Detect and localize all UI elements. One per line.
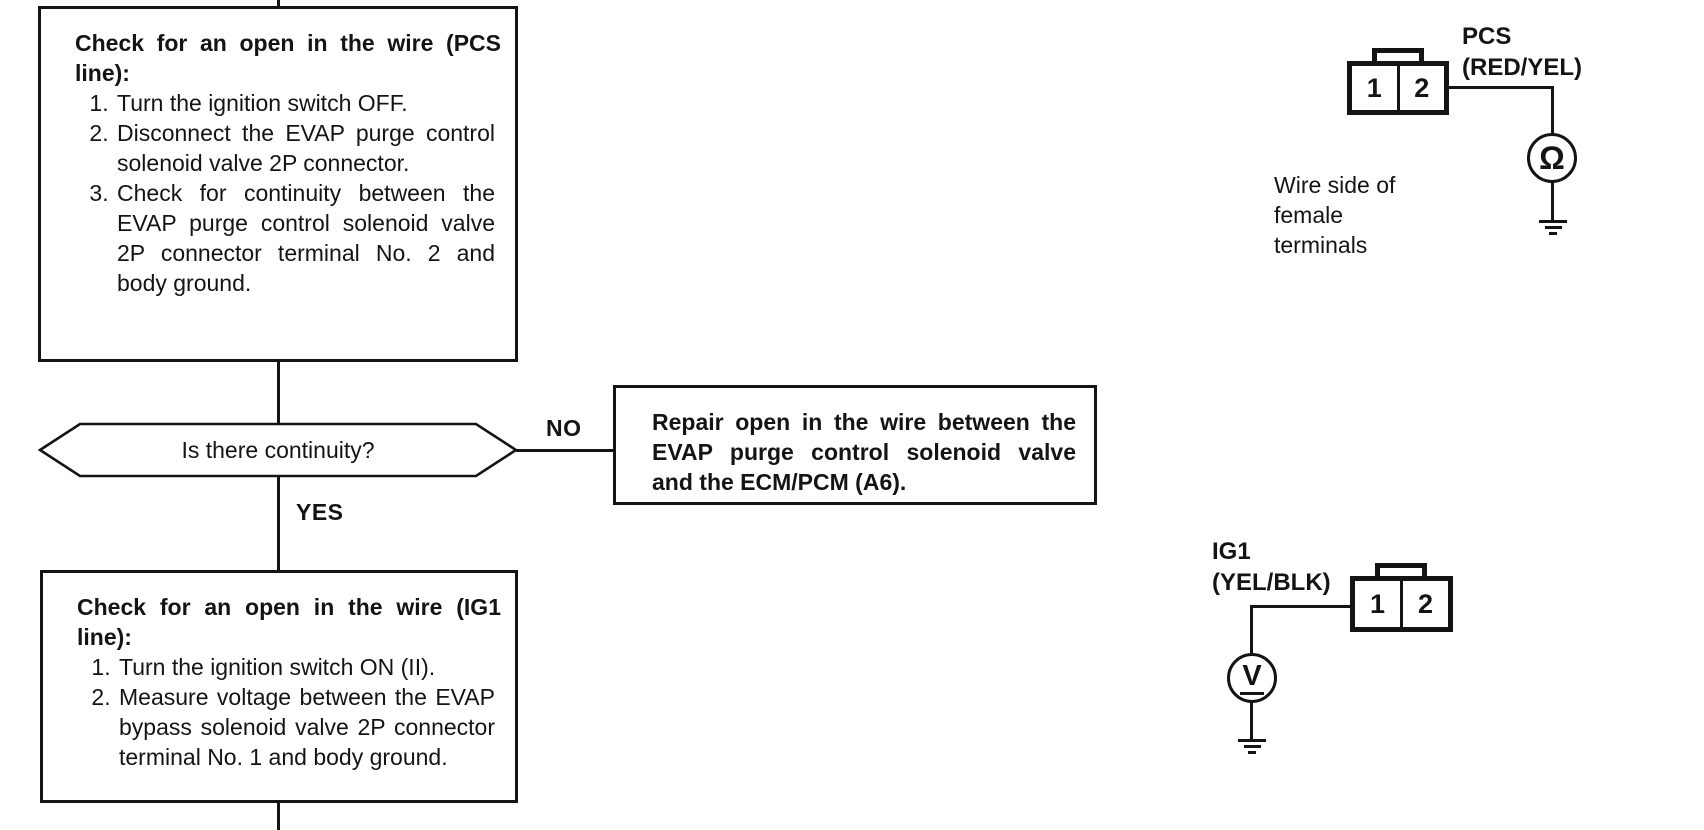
ig1-wire-label: IG1 (YEL/BLK): [1212, 536, 1331, 598]
step-item: Turn the ignition switch ON (II).: [117, 652, 495, 682]
step-item: Disconnect the EVAP purge control soleno…: [115, 118, 495, 178]
flow-line-no-branch: [516, 449, 615, 452]
flow-line-bottom: [277, 801, 280, 830]
pcs-terminal-2: 2: [1414, 72, 1430, 103]
decision-question: Is there continuity?: [181, 436, 375, 463]
decision-hexagon: [38, 422, 518, 478]
step-item: Check for continuity between the EVAP pu…: [115, 178, 495, 298]
step-box-pcs-check: Check for an open in the wire (PCS line)…: [38, 6, 518, 362]
ig1-connector-icon: 1 2: [1350, 576, 1453, 632]
caption-line: terminals: [1274, 232, 1368, 258]
ohmmeter-icon: Ω: [1527, 133, 1577, 183]
ig1-wire-horizontal: [1250, 605, 1350, 608]
wire-side-caption: Wire side of female terminals: [1274, 170, 1395, 260]
box-title-ig1: Check for an open in the wire (IG1 line)…: [77, 594, 501, 650]
flow-line-decision-to-box2: [277, 476, 280, 572]
step-item: Measure voltage between the EVAP bypass …: [117, 682, 495, 772]
pcs-label-color: (RED/YEL): [1462, 54, 1582, 81]
branch-label-yes: YES: [296, 499, 344, 525]
flow-line-box1-to-decision: [277, 360, 280, 424]
step-item: Turn the ignition switch OFF.: [115, 88, 495, 118]
pcs-wire-label: PCS (RED/YEL): [1462, 21, 1582, 83]
pcs-wire-vertical: [1551, 86, 1554, 135]
pcs-terminal-1: 1: [1352, 66, 1400, 110]
pcs-wire-horizontal: [1447, 86, 1554, 89]
ig1-terminal-2: 2: [1417, 588, 1434, 619]
branch-label-no: NO: [546, 415, 582, 441]
step-box-ig1-check: Check for an open in the wire (IG1 line)…: [40, 570, 518, 803]
ig1-ground-lead: [1250, 701, 1253, 739]
ig1-terminal-1: 1: [1355, 581, 1403, 627]
caption-line: Wire side of: [1274, 172, 1396, 198]
ohm-symbol: Ω: [1539, 139, 1565, 176]
ig1-label-name: IG1: [1212, 538, 1251, 565]
flow-line-top: [277, 0, 280, 9]
ig1-wire-vertical: [1250, 605, 1253, 655]
box-title-pcs: Check for an open in the wire (PCS line)…: [75, 30, 501, 86]
action-box-repair: Repair open in the wire between the EVAP…: [613, 385, 1097, 505]
pcs-connector-icon: 1 2: [1347, 61, 1449, 115]
repair-text: Repair open in the wire between the EVAP…: [652, 409, 1076, 495]
voltmeter-icon: V: [1227, 653, 1277, 703]
step-list-pcs: Turn the ignition switch OFF. Disconnect…: [75, 88, 501, 298]
volt-symbol: V: [1240, 661, 1264, 695]
ig1-label-color: (YEL/BLK): [1212, 569, 1331, 596]
ground-icon: [1237, 739, 1267, 754]
pcs-ground-lead: [1551, 181, 1554, 220]
caption-line: female: [1274, 202, 1344, 228]
step-list-ig1: Turn the ignition switch ON (II). Measur…: [77, 652, 501, 772]
ground-icon: [1538, 220, 1568, 235]
pcs-label-name: PCS: [1462, 23, 1512, 50]
